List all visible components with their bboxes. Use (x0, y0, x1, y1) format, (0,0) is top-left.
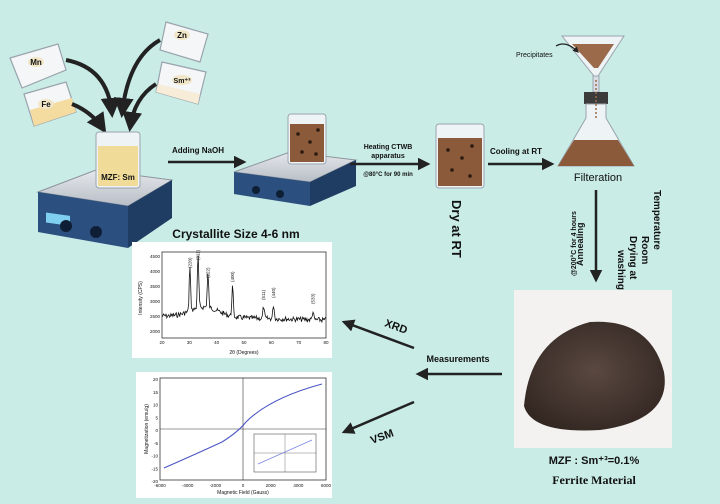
beaker-1: MZF: Sm (95, 131, 141, 189)
vsm-hysteresis-curve (163, 383, 323, 469)
cup-mn: Mn (9, 43, 67, 89)
xrd-xtick-label: 40 (214, 340, 220, 345)
beaker-label: MZF: Sm (101, 173, 135, 182)
reagent-label-sm: Sm⁺³ (174, 78, 192, 85)
xrd-ytick-label: 2500 (150, 314, 161, 319)
xrd-xtick-label: 30 (187, 340, 193, 345)
xrd-xtick-label: 50 (241, 340, 247, 345)
label-measurements: Measurements (426, 354, 489, 364)
xrd-ytick-label: 3000 (150, 299, 161, 304)
label-vsm: VSM (369, 427, 396, 446)
pour-arrow-mn (65, 58, 121, 118)
xrd-ytick-label: 4500 (150, 254, 161, 259)
label-washing-3: Room (639, 236, 650, 264)
xrd-peak-label: (440) (271, 287, 276, 298)
beaker-2 (287, 113, 327, 165)
vsm-ytick-label: 10 (153, 403, 159, 408)
ferrite-powder-photo (514, 290, 672, 448)
filtration-setup (557, 35, 635, 167)
label-adding-naoh: Adding NaOH (172, 146, 224, 155)
pour-arrow-zn (113, 38, 162, 118)
vsm-ytick-label: 5 (155, 415, 158, 420)
label-cooling: Cooling at RT (490, 147, 542, 156)
label-washing-4: Temperature (651, 190, 662, 250)
vsm-ytick-label: 0 (155, 428, 158, 433)
xrd-ylabel: Intensity (CPS) (138, 281, 144, 315)
xrd-peak-label: (400) (230, 271, 235, 282)
arrow-precipitates (555, 43, 579, 53)
label-filteration: Filteration (574, 172, 622, 184)
vsm-ytick-label: 15 (153, 390, 159, 395)
vsm-xtick-label: -2000 (210, 483, 222, 488)
xrd-xlabel: 2θ (Degrees) (229, 350, 259, 356)
xrd-peak-label: (222) (205, 267, 210, 278)
xrd-axes (161, 251, 327, 339)
hotplate-1 (36, 169, 174, 248)
pour-arrows (65, 38, 162, 134)
xrd-peak-label: (220) (187, 257, 192, 268)
xrd-peak-label: (311) (196, 249, 201, 260)
vsm-ytick-label: -15 (151, 466, 158, 471)
vsm-xtick-label: 2000 (266, 483, 277, 488)
cup-zn: Zn (159, 21, 209, 63)
cup-sm: Sm⁺³ (155, 61, 207, 105)
label-annealing-1: Annealing (575, 222, 585, 266)
knob-2a (252, 186, 260, 194)
knob-1a (60, 220, 72, 232)
xrd-ytick-label: 3500 (150, 284, 161, 289)
label-washing-1: washing, (615, 249, 626, 293)
xrd-xtick-label: 80 (323, 340, 329, 345)
vsm-xtick-label: 0 (242, 483, 245, 488)
reagent-label-mn: Mn (30, 58, 42, 67)
reagent-label-fe: Fe (41, 100, 51, 109)
xrd-xtick-label: 20 (159, 340, 165, 345)
xrd-ytick-label: 4000 (150, 269, 161, 274)
vsm-xtick-label: 4000 (293, 483, 304, 488)
product-name: Ferrite Material (552, 473, 636, 487)
xrd-peak-label: (533) (310, 293, 315, 304)
pour-arrow-fe (71, 102, 107, 134)
label-crystallite-size: Crystallite Size 4-6 nm (172, 227, 299, 241)
xrd-ytick-label: 2000 (150, 329, 161, 334)
knob-2b (276, 190, 284, 198)
vsm-ytick-label: -20 (151, 479, 158, 484)
vsm-ytick-label: 20 (153, 377, 159, 382)
beaker-3 (435, 123, 485, 189)
xrd-peak-label: (511) (261, 289, 266, 300)
vsm-plot: -6000 -4000 -2000 0 2000 4000 6000 20 15 10 5 0 -5 -1… (136, 372, 332, 498)
vsm-ytick-label: -5 (154, 441, 158, 446)
knob-1b (90, 226, 102, 238)
xrd-pattern (161, 255, 327, 324)
reagent-label-zn: Zn (177, 31, 187, 40)
vsm-xtick-label: 6000 (321, 483, 332, 488)
vsm-ytick-label: -10 (151, 454, 158, 459)
label-heating-2: apparatus (371, 153, 405, 160)
pour-arrow-sm (122, 82, 158, 132)
label-precipitates: Precipitates (516, 52, 553, 59)
xrd-xtick-label: 70 (296, 340, 302, 345)
xrd-plot: 20 30 40 50 60 70 80 4500 4000 3500 3000 2500 2000 (2… (132, 242, 332, 358)
product-composition: MZF : Sm⁺³=0.1% (549, 455, 640, 467)
xrd-xtick-label: 60 (269, 340, 275, 345)
vsm-xtick-label: -4000 (182, 483, 194, 488)
label-annealing-2: @200°C for 4 hours (570, 211, 578, 276)
arrow-vsm (341, 400, 415, 434)
vsm-ylabel: Magnetization (emu/g) (144, 404, 150, 454)
label-washing-2: Drying at (627, 236, 638, 280)
arrow-xrd (341, 319, 415, 350)
label-xrd: XRD (383, 318, 409, 337)
label-heating-cond: @80°C for 90 min (363, 172, 413, 178)
vsm-xtick-label: -6000 (154, 483, 166, 488)
label-dry-at-rt: Dry at RT (449, 200, 464, 258)
label-heating-1: Heating CTWB (364, 144, 413, 151)
cup-fe: Fe (23, 81, 77, 127)
vsm-xlabel: Magnetic Field (Gauss) (217, 490, 269, 496)
